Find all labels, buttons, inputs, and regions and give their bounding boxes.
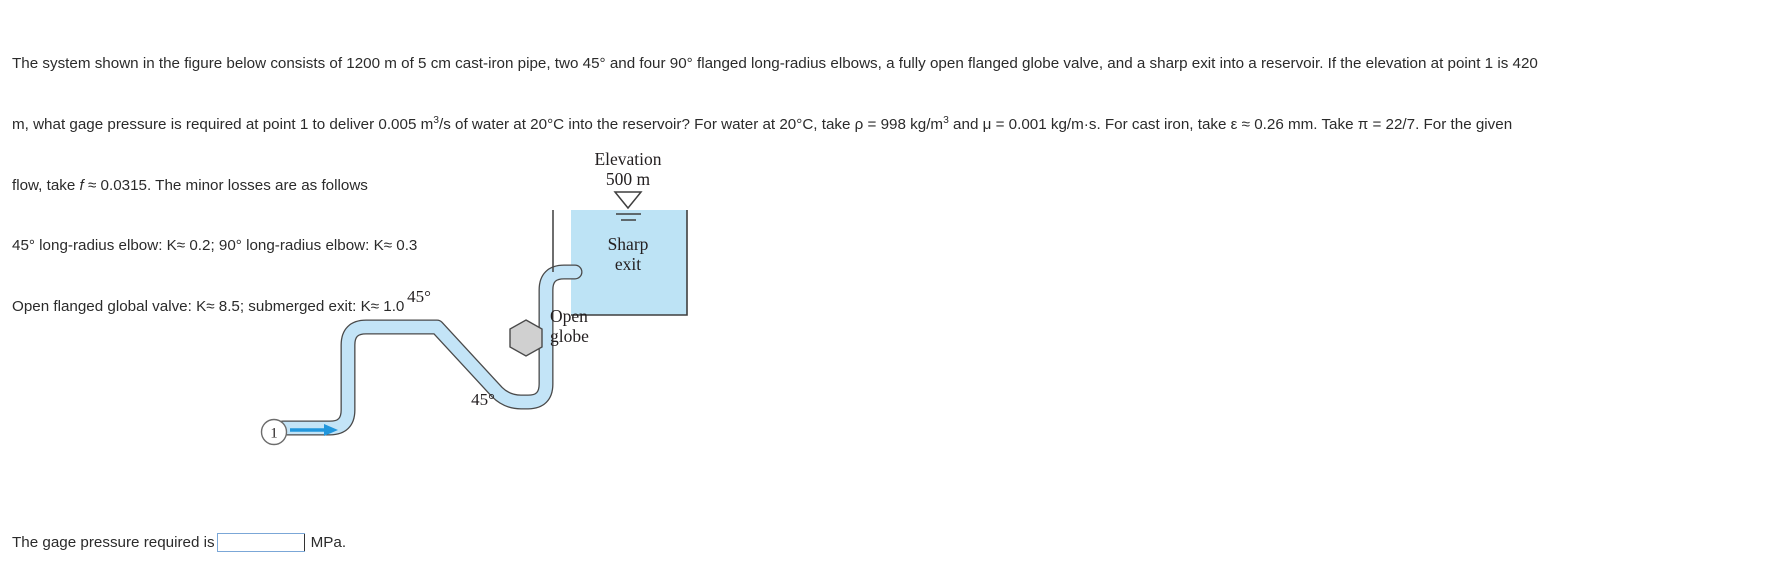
elevation-label-line2: 500 m [606, 169, 651, 189]
pipe-system-figure: 1 Elevation 500 m Sharp exit Open globe … [0, 130, 800, 460]
sharp-exit-label-line1: Sharp [608, 234, 649, 254]
point-1-label: 1 [270, 426, 278, 442]
degree-symbol-1: ° [599, 55, 606, 73]
problem-line-1-part-c: flanged long-radius elbows, a fully open… [692, 55, 1538, 73]
answer-unit: MPa. [310, 534, 347, 551]
problem-line-1-part-b: and four 90 [605, 55, 687, 73]
open-globe-label-line2: globe [550, 326, 589, 346]
reservoir-wall [571, 210, 688, 316]
problem-line-2-part-b: /s of water at 20°C into the reservoir? … [439, 116, 944, 134]
cubic-meter-exponent-1: 3 [433, 114, 440, 126]
problem-line-2-part-c: and μ = 0.001 kg/m·s. For cast iron, tak… [948, 116, 1513, 134]
answer-row: The gage pressure required is MPa. [12, 533, 346, 552]
answer-label: The gage pressure required is [12, 534, 215, 551]
problem-line-3-part-a: flow, take [12, 176, 80, 194]
problem-line-1: The system shown in the figure below con… [12, 54, 1772, 74]
water-surface-level-symbol [613, 191, 643, 221]
flow-direction-arrow [290, 424, 338, 436]
elevation-label-line1: Elevation [594, 149, 661, 169]
problem-line-2-part-a: m, what gage pressure is required at poi… [12, 116, 434, 134]
angle-label-upper-45: 45° [407, 287, 431, 306]
cubic-meter-exponent-2: 3 [943, 114, 949, 126]
reservoir-water [571, 210, 687, 315]
text-cursor [303, 534, 305, 551]
problem-line-1-part-a: The system shown in the figure below con… [12, 55, 600, 73]
problem-line-2: m, what gage pressure is required at poi… [12, 115, 1772, 135]
gage-pressure-input[interactable] [216, 533, 305, 552]
problem-line-4-minor-losses-elbows: 45° long-radius elbow: K≈ 0.2; 90° long-… [12, 237, 418, 255]
problem-line-5-minor-losses-valve-exit: Open flanged global valve: K≈ 8.5; subme… [12, 297, 405, 315]
point-1-marker [260, 418, 288, 446]
open-globe-valve-icon [509, 319, 543, 357]
degree-symbol-2: ° [686, 55, 693, 73]
problem-statement: The system shown in the figure below con… [12, 14, 1772, 337]
open-globe-label-line1: Open [550, 306, 588, 326]
pipe-fill [276, 265, 582, 435]
angle-label-lower-45: 45° [471, 390, 495, 409]
sharp-exit-label-line2: exit [615, 254, 641, 274]
friction-factor-symbol: f [79, 176, 84, 194]
problem-line-3: flow, take f ≈ 0.0315. The minor losses … [12, 176, 1772, 196]
problem-line-3-part-b: ≈ 0.0315. The minor losses are as follow… [83, 176, 368, 194]
